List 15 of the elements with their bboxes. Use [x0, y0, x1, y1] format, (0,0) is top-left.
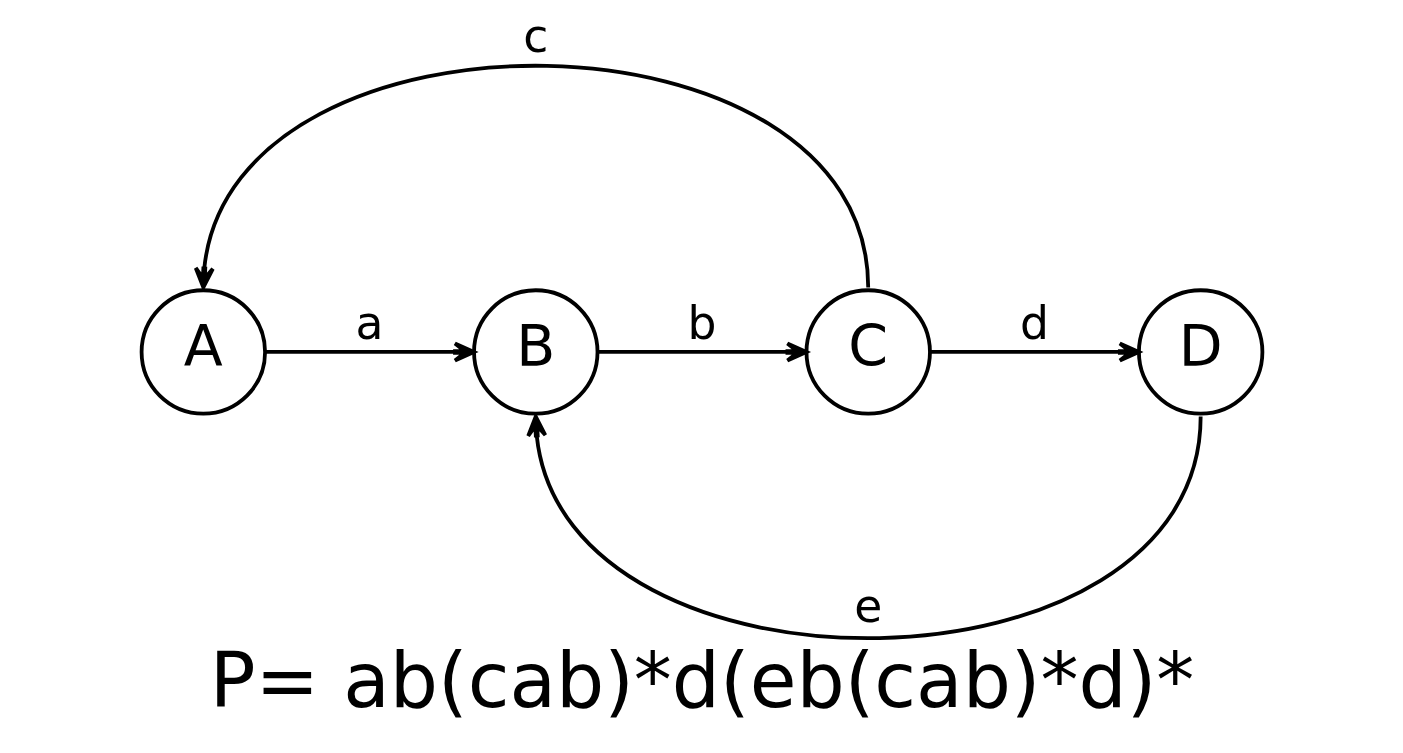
edge-label: e	[853, 580, 882, 634]
caption: P= ab(cab)*d(eb(cab)*d)*	[209, 635, 1194, 725]
edge-label: b	[687, 297, 716, 351]
edge-label: a	[355, 297, 384, 351]
node-circle: C	[804, 288, 932, 416]
arrow	[929, 341, 1141, 363]
arrow	[193, 64, 870, 290]
node-circle: A	[139, 288, 267, 416]
arrow	[265, 341, 476, 363]
node-circle: B	[471, 288, 599, 416]
node-circle: D	[1136, 288, 1264, 416]
edge-label: d	[1019, 297, 1049, 351]
edge-label: c	[522, 10, 548, 64]
arrow	[525, 414, 1203, 640]
arrow	[597, 341, 808, 363]
